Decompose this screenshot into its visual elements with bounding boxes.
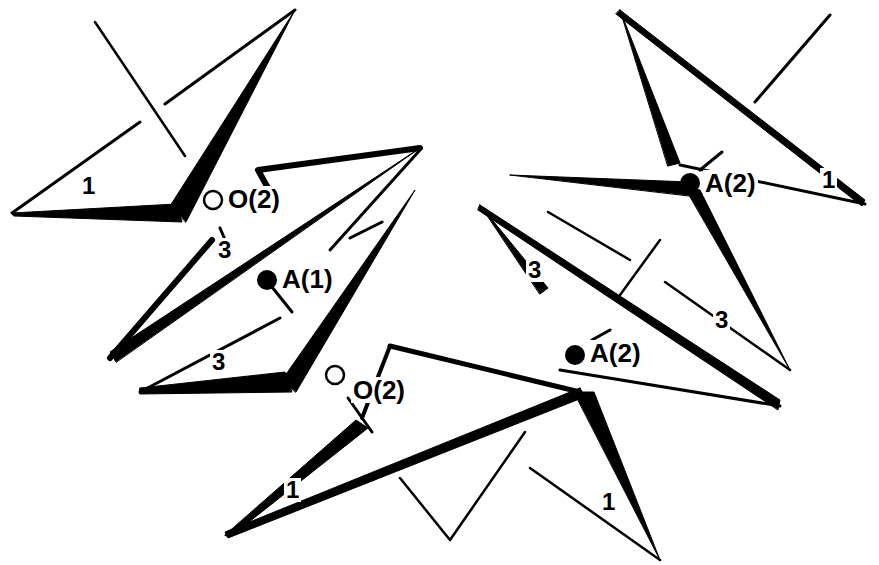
atom-label: A(1) (280, 266, 335, 292)
polyhedron-number: 3 (713, 308, 730, 332)
polyhedron-number: 1 (284, 478, 301, 502)
polyhedron-number: 3 (216, 238, 233, 262)
polyhedron-number: 1 (600, 490, 617, 514)
polyhedron-number: 1 (820, 168, 837, 192)
atom-label: A(2) (588, 340, 643, 366)
atom-label: O(2) (351, 377, 407, 403)
polyhedron-number: 3 (210, 350, 227, 374)
atom-label: O(2) (226, 186, 282, 212)
polyhedron-number: 1 (80, 174, 97, 198)
polyhedron-number: 3 (526, 258, 543, 282)
atom-label: A(2) (703, 170, 758, 196)
